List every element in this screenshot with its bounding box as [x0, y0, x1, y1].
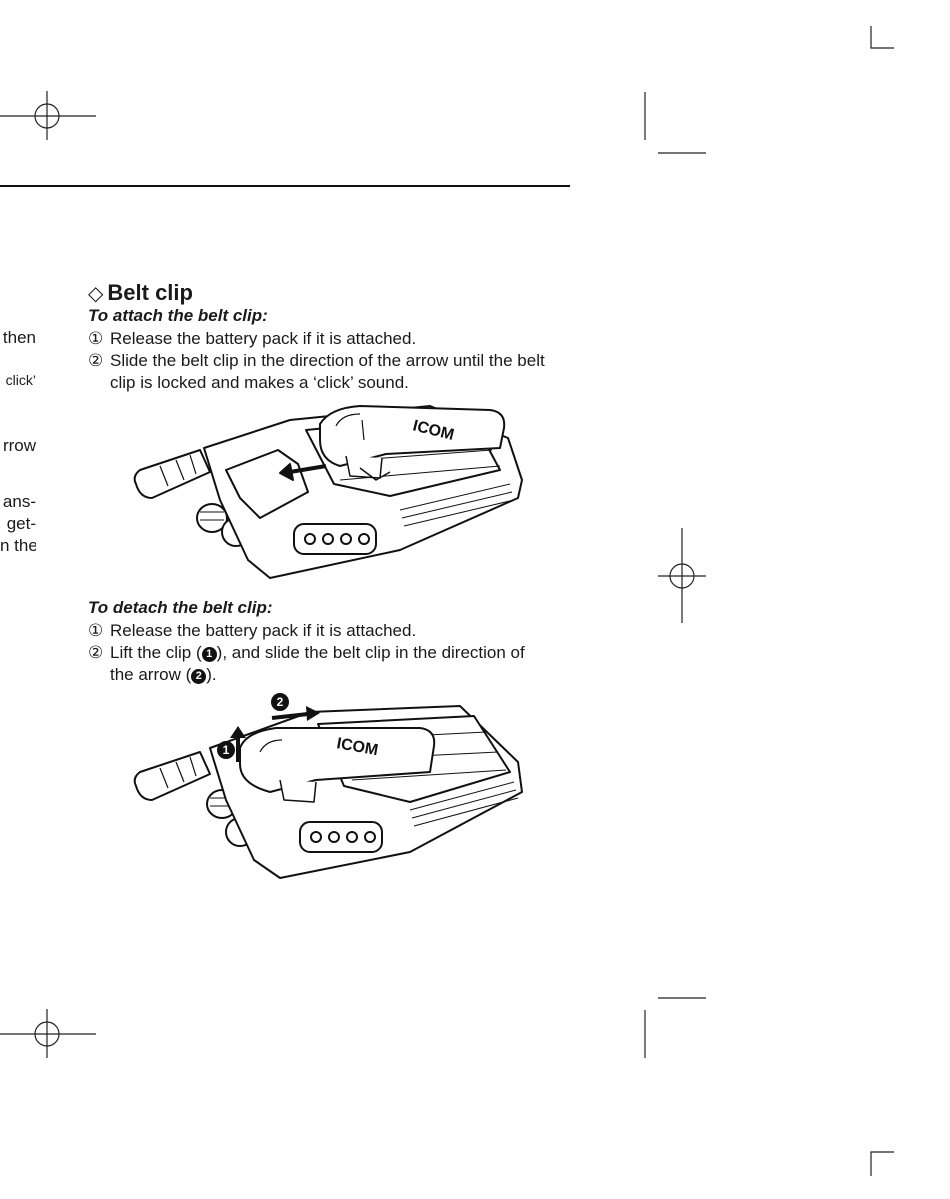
detach-step-2-marker: 2: [277, 695, 284, 709]
diamond-icon: ◇: [88, 282, 104, 305]
step-line: Slide the belt clip in the direction of …: [110, 351, 545, 370]
left-column-fragment: rrow: [2, 436, 36, 455]
marker-1-icon: 1: [201, 647, 217, 662]
step-line: clip is locked and makes a ‘click’ sound…: [110, 373, 409, 392]
left-column-fragment: n the: [0, 536, 36, 555]
detach-belt-clip-illustration: 1 2 ICOM: [133, 693, 523, 879]
step-text-part: the arrow (: [110, 665, 192, 684]
corner-crop-mark-bottom: [870, 1151, 894, 1176]
section-heading: ◇ Belt clip: [88, 280, 193, 306]
step-text-part: ).: [206, 665, 217, 684]
left-column-fragment: ans-: [2, 492, 36, 511]
left-column-fragment: click’: [5, 372, 36, 388]
step-number: ①: [88, 621, 104, 640]
left-column-fragment: then: [2, 328, 36, 347]
attach-step-2: ② Slide the belt clip in the direction o…: [88, 350, 574, 394]
attach-step-1: ① Release the battery pack if it is atta…: [88, 328, 574, 350]
step-text: Lift the clip (1), and slide the belt cl…: [110, 642, 574, 686]
section-title: Belt clip: [107, 280, 193, 305]
step-text: Release the battery pack if it is attach…: [110, 621, 417, 640]
step-number: ②: [88, 351, 104, 370]
left-column-fragment: get-: [6, 514, 36, 533]
detach-heading: To detach the belt clip:: [88, 598, 273, 617]
step-text-part: Lift the clip (: [110, 643, 202, 662]
attach-heading: To attach the belt clip:: [88, 306, 268, 325]
step-text: Slide the belt clip in the direction of …: [110, 350, 574, 394]
step-number: ②: [88, 643, 104, 662]
detach-step-2: ② Lift the clip (1), and slide the belt …: [88, 642, 574, 686]
detach-step-1-marker: 1: [223, 743, 230, 757]
corner-crop-mark-top: [870, 26, 894, 49]
marker-2-icon: 2: [191, 669, 207, 684]
detach-step-1: ① Release the battery pack if it is atta…: [88, 620, 574, 642]
step-text-part: ), and slide the belt clip in the direct…: [216, 643, 525, 662]
step-text: Release the battery pack if it is attach…: [110, 329, 417, 348]
step-number: ①: [88, 329, 104, 348]
attach-belt-clip-illustration: ICOM: [133, 405, 523, 579]
icom-logo: ICOM: [335, 735, 379, 759]
